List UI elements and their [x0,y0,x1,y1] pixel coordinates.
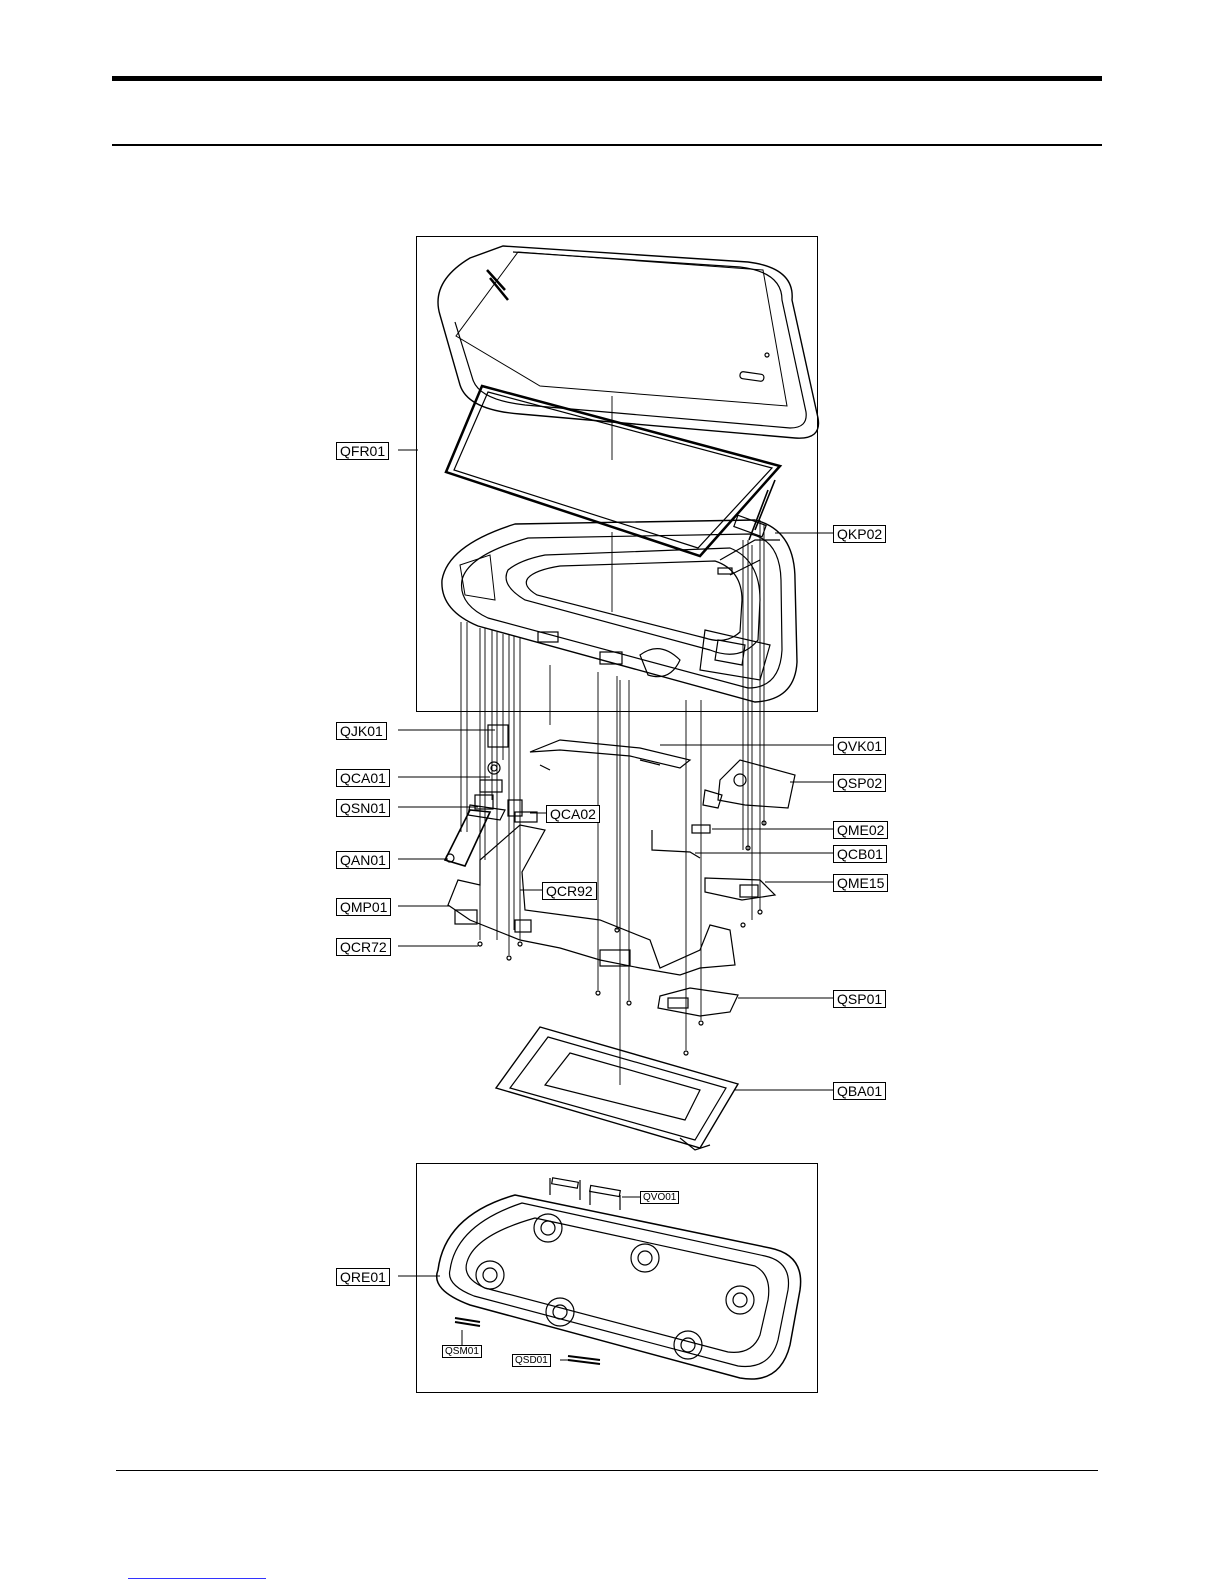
callout-QCA02: QCA02 [546,805,600,823]
callout-QBA01: QBA01 [833,1082,886,1100]
callout-QRE01: QRE01 [336,1268,390,1286]
speaker-lower [658,988,738,1016]
left-small-parts [445,725,537,866]
callout-QCR72: QCR72 [336,938,391,956]
battery [496,1027,738,1150]
mid-frame [442,520,797,702]
front-glass-panel [438,246,819,438]
callout-QSN01: QSN01 [336,799,390,817]
callout-QCR92: QCR92 [542,882,597,900]
callout-QKP02: QKP02 [833,525,886,543]
volume-key-flex [530,740,690,768]
screws [478,821,766,1055]
main-pcb [448,825,735,975]
callout-QCA01: QCA01 [336,769,390,787]
rear-cover [437,1178,801,1379]
callout-QFR01: QFR01 [336,442,389,460]
callout-QSM01: QSM01 [442,1345,482,1358]
speaker-upper [718,760,795,808]
callout-QAN01: QAN01 [336,851,390,869]
callout-QSP02: QSP02 [833,774,886,792]
callout-QVO01: QVO01 [640,1191,679,1204]
callout-QME15: QME15 [833,874,888,892]
callout-QSD01: QSD01 [512,1354,551,1367]
callout-QME02: QME02 [833,821,888,839]
callout-QCB01: QCB01 [833,845,887,863]
callout-QSP01: QSP01 [833,990,886,1008]
callout-QMP01: QMP01 [336,898,391,916]
assembly-guide-lines [461,396,764,1085]
callout-QVK01: QVK01 [833,737,886,755]
callout-QJK01: QJK01 [336,722,387,740]
